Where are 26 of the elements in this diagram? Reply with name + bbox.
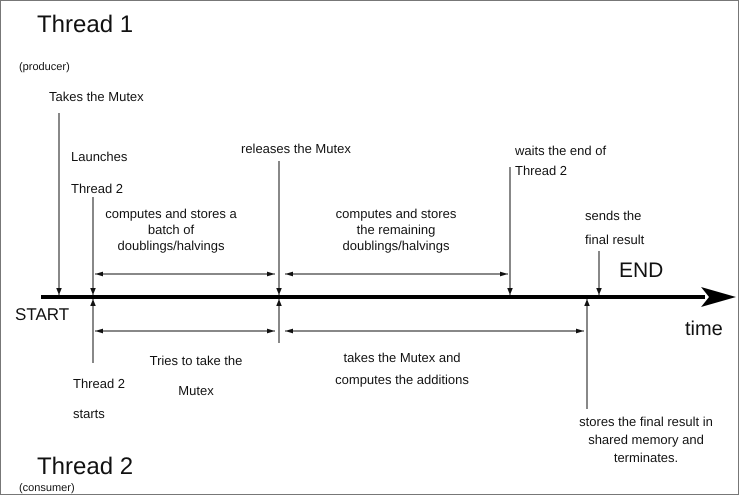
phase-description: Tries to take the Mutex [148, 352, 244, 400]
event-arrow [276, 160, 282, 296]
event-label: releases the Mutex [241, 141, 371, 157]
event-arrow [276, 298, 282, 344]
phase-description: computes and stores the remaining doublings/halvings [334, 206, 458, 254]
event-arrow [90, 298, 96, 364]
event-label: stores the final result in shared memory and terminates. [571, 413, 721, 467]
event-arrow [56, 112, 62, 296]
axis-label: time [685, 317, 724, 341]
thread-title: Thread 1 [37, 11, 134, 39]
thread-role: (producer) [19, 61, 71, 74]
end-label: END [619, 259, 664, 283]
event-label: waits the end of Thread 2 [515, 141, 630, 181]
event-arrow [584, 298, 590, 410]
event-arrow [90, 196, 96, 296]
event-arrow [507, 166, 513, 296]
phase-description: computes and stores a batch of doublings/halvings [104, 206, 238, 254]
event-label: Takes the Mutex [49, 89, 169, 105]
thread-role: (consumer) [19, 482, 76, 494]
event-arrow [596, 250, 602, 296]
timeline-axis [41, 287, 736, 307]
event-label: sends the final result [585, 204, 665, 252]
start-label: START [15, 305, 70, 325]
event-label: Thread 2 starts [73, 369, 135, 429]
thread-title: Thread 2 [37, 453, 134, 481]
phase-description: takes the Mutex and computes the additions [334, 349, 470, 389]
